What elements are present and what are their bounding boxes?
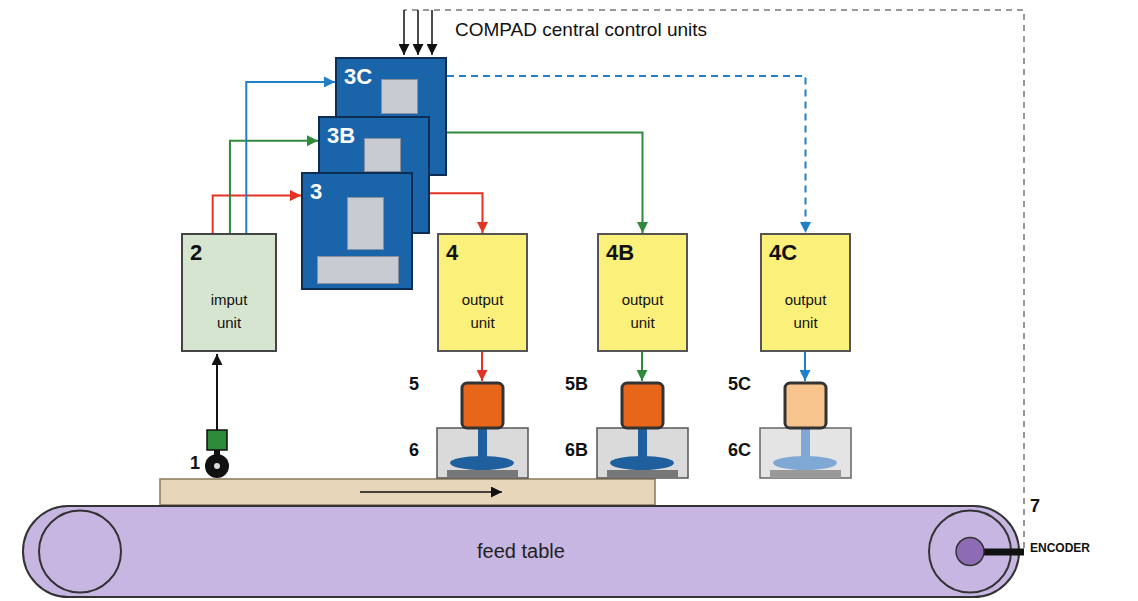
output-unit-box: 4 output unit (437, 233, 528, 352)
display-panel (381, 79, 418, 114)
callout-number: 7 (1030, 496, 1040, 517)
unit-number: 2 (183, 235, 208, 266)
sensor-signal-arrow (216, 354, 218, 430)
encoder-disc (956, 538, 984, 566)
callout-number: 6 (409, 440, 419, 461)
drive-arrow (641, 352, 643, 381)
head-disc (450, 456, 514, 470)
display-panel (317, 256, 399, 284)
actuator (462, 383, 503, 428)
unit-number: 3C (337, 59, 378, 90)
actuator (622, 383, 663, 428)
sensor-wheel (205, 454, 229, 478)
head-base (597, 428, 688, 478)
unit-number: 4B (599, 235, 640, 266)
callout-number: 5C (728, 374, 751, 395)
actuator (785, 383, 826, 428)
input-unit-box: 2imput unit (181, 233, 277, 352)
unit-number: 3B (320, 118, 361, 149)
encoder-feed-line (431, 10, 433, 55)
callout-number: 5 (409, 374, 419, 395)
head-disc (773, 456, 837, 470)
output-unit-box: 4B output unit (597, 233, 688, 352)
unit-name: imput unit (211, 289, 248, 334)
encoder-feed-line (417, 10, 419, 55)
unit-name: output unit (785, 289, 827, 334)
unit-number: 3 (303, 174, 328, 205)
feed-direction-arrow (360, 491, 502, 493)
head-base (760, 428, 851, 478)
head-base (437, 428, 528, 478)
callout-number: 1 (190, 453, 200, 474)
callout-number: 5B (565, 374, 588, 395)
control-unit-box: 3 (301, 172, 413, 290)
signal-arrow (447, 76, 806, 233)
encoder-signal-line (404, 10, 1024, 548)
drive-arrow (804, 352, 806, 381)
callout-number: 6B (565, 440, 588, 461)
signal-arrow (430, 133, 643, 233)
group-caption: COMPAD central control units (455, 19, 707, 41)
head-plate (770, 470, 841, 478)
unit-name: output unit (462, 289, 504, 334)
output-unit-box: 4C output unit (760, 233, 851, 352)
head-disc (610, 456, 674, 470)
part-name: ENCODER (1030, 541, 1090, 555)
roller (39, 511, 121, 593)
callout-number: 6C (728, 440, 751, 461)
signal-arrow (213, 196, 301, 233)
belt-label: feed table (477, 540, 565, 563)
unit-number: 4C (762, 235, 803, 266)
unit-number: 4 (439, 235, 464, 266)
feed-table-belt: feed table (22, 505, 1020, 598)
encoder-feed-line (403, 10, 405, 55)
sensor-head (207, 430, 227, 450)
sensor-axle (214, 463, 220, 469)
head-plate (447, 470, 518, 478)
unit-name: output unit (622, 289, 664, 334)
display-panel (347, 197, 384, 250)
drive-arrow (481, 352, 483, 381)
workpiece-plate (160, 479, 655, 505)
head-plate (607, 470, 678, 478)
display-panel (364, 138, 401, 172)
